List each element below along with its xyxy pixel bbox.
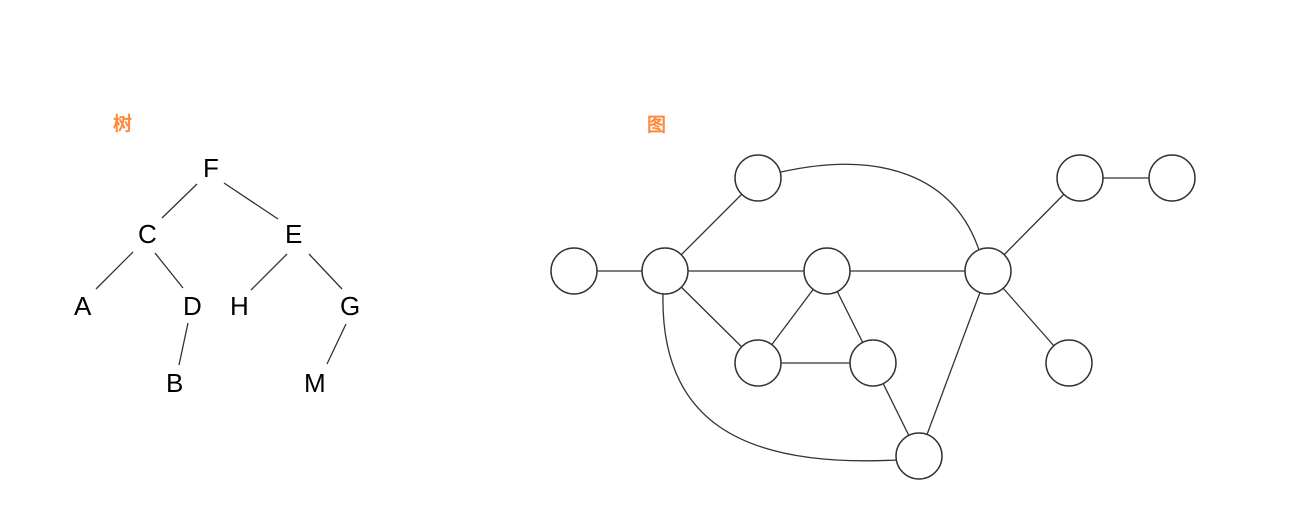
- graph-node: [964, 247, 1012, 295]
- graph-title: 图: [647, 114, 666, 136]
- graph-curved-edge: [662, 292, 898, 462]
- tree-node-h: H: [230, 291, 249, 321]
- graph-curved-edge: [780, 163, 981, 254]
- graph-node: [1148, 154, 1196, 202]
- tree-edge-c-a: [95, 251, 134, 290]
- tree-edge-e-h: [250, 253, 288, 291]
- graph-diagram: [550, 154, 1196, 480]
- tree-node-d: D: [183, 291, 202, 321]
- tree-node-a: A: [74, 291, 92, 321]
- tree-node-m: M: [304, 368, 326, 398]
- tree-edge-d-b: [178, 322, 189, 366]
- tree-node-f: F: [203, 153, 219, 183]
- tree-node-g: G: [340, 291, 360, 321]
- graph-node: [1045, 339, 1093, 387]
- graph-node: [803, 247, 851, 295]
- graph-node: [734, 339, 782, 387]
- graph-node: [1056, 154, 1104, 202]
- tree-edge-f-e: [223, 182, 279, 220]
- graph-edge: [918, 270, 989, 457]
- tree-edge-f-c: [161, 183, 198, 219]
- tree-edge-g-m: [326, 323, 347, 365]
- graph-node: [550, 247, 598, 295]
- graph-node: [895, 432, 943, 480]
- graph-node: [641, 247, 689, 295]
- tree-edge-c-d: [154, 252, 184, 289]
- graph-node: [734, 154, 782, 202]
- tree-title: 树: [113, 112, 132, 135]
- tree-node-b: B: [166, 368, 183, 398]
- tree-diagram: F C E A D H G B M: [74, 153, 360, 398]
- graph-node: [849, 339, 897, 387]
- tree-edge-e-g: [308, 253, 343, 290]
- tree-node-e: E: [285, 219, 302, 249]
- tree-node-c: C: [138, 219, 157, 249]
